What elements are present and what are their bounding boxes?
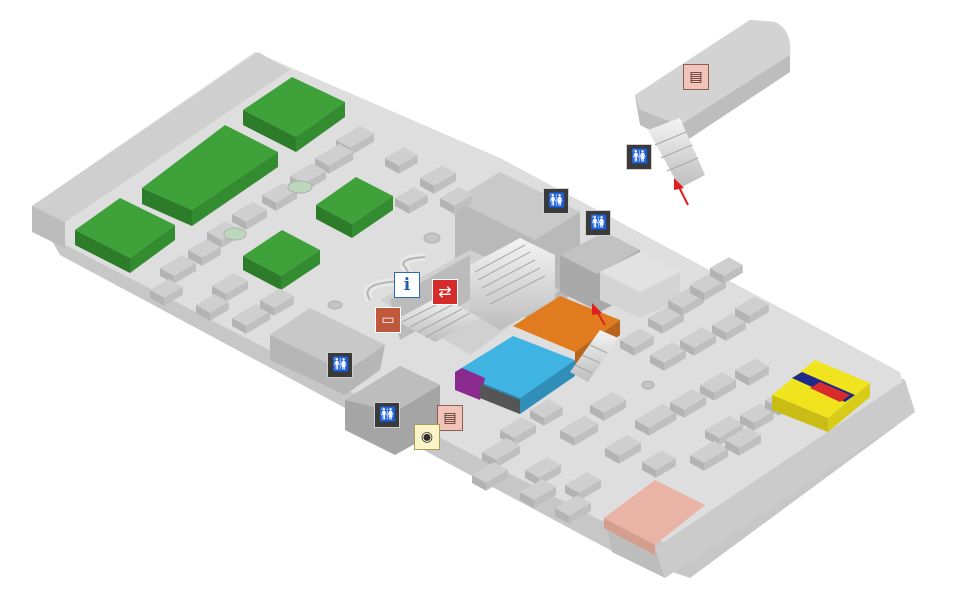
document-icon-annex[interactable]: ▤ (683, 64, 709, 90)
gray-stand (530, 399, 563, 426)
direction-arrows (592, 178, 689, 326)
gray-stand (260, 288, 294, 316)
viewing-icon[interactable]: ◉ (414, 424, 440, 450)
restroom-icon-center-right[interactable]: 🚻 (585, 210, 611, 236)
gray-stand (395, 187, 428, 214)
central-staircase (395, 238, 555, 342)
exchange-icon[interactable]: ⇄ (432, 279, 458, 305)
gray-stand (635, 404, 677, 436)
pink-zone (604, 480, 705, 555)
gray-stand (690, 440, 729, 471)
gray-stand (740, 403, 774, 431)
gray-stand (605, 435, 641, 464)
upper-annex (635, 20, 791, 188)
restroom-icon-center[interactable]: 🚻 (543, 188, 569, 214)
gray-stand (670, 389, 706, 418)
pillars (223, 180, 655, 390)
gray-stand (642, 450, 676, 478)
gray-stand (232, 201, 267, 230)
gray-stand (712, 313, 746, 341)
gray-stand (680, 327, 716, 356)
gray-stand (232, 303, 271, 334)
gray-stand (315, 143, 354, 174)
gray-stand (590, 392, 626, 421)
gray-stand (385, 147, 418, 174)
gray-stand (620, 328, 654, 356)
gray-stand (472, 462, 508, 491)
gray-stand (735, 296, 769, 324)
gray-stand (188, 239, 221, 266)
gray-stand (440, 187, 473, 214)
presentation-screen-icon[interactable]: ▭ (375, 307, 401, 333)
restroom-icon-left[interactable]: 🚻 (327, 352, 353, 378)
side-staircase (570, 330, 618, 382)
information-icon[interactable]: i (394, 272, 420, 298)
gray-stand (700, 372, 736, 401)
gray-stand (710, 257, 743, 284)
gray-stand (212, 273, 248, 302)
gray-stand (520, 479, 556, 508)
gray-stand (735, 358, 769, 386)
restroom-icon-bottom[interactable]: 🚻 (374, 402, 400, 428)
yellow-stand (772, 360, 870, 432)
gray-stand (160, 255, 196, 284)
gray-stands (150, 125, 796, 524)
document-icon-bottom[interactable]: ▤ (437, 405, 463, 431)
green-stands (75, 77, 393, 290)
gray-stand (150, 279, 183, 306)
gray-stand (650, 342, 686, 371)
gray-stand (555, 495, 591, 524)
gray-stand (725, 427, 761, 456)
gray-stand (420, 165, 456, 194)
restroom-icon-upper-annex[interactable]: 🚻 (626, 144, 652, 170)
gray-stand (560, 415, 599, 446)
gray-stand (196, 294, 229, 321)
gray-stand (525, 457, 561, 486)
